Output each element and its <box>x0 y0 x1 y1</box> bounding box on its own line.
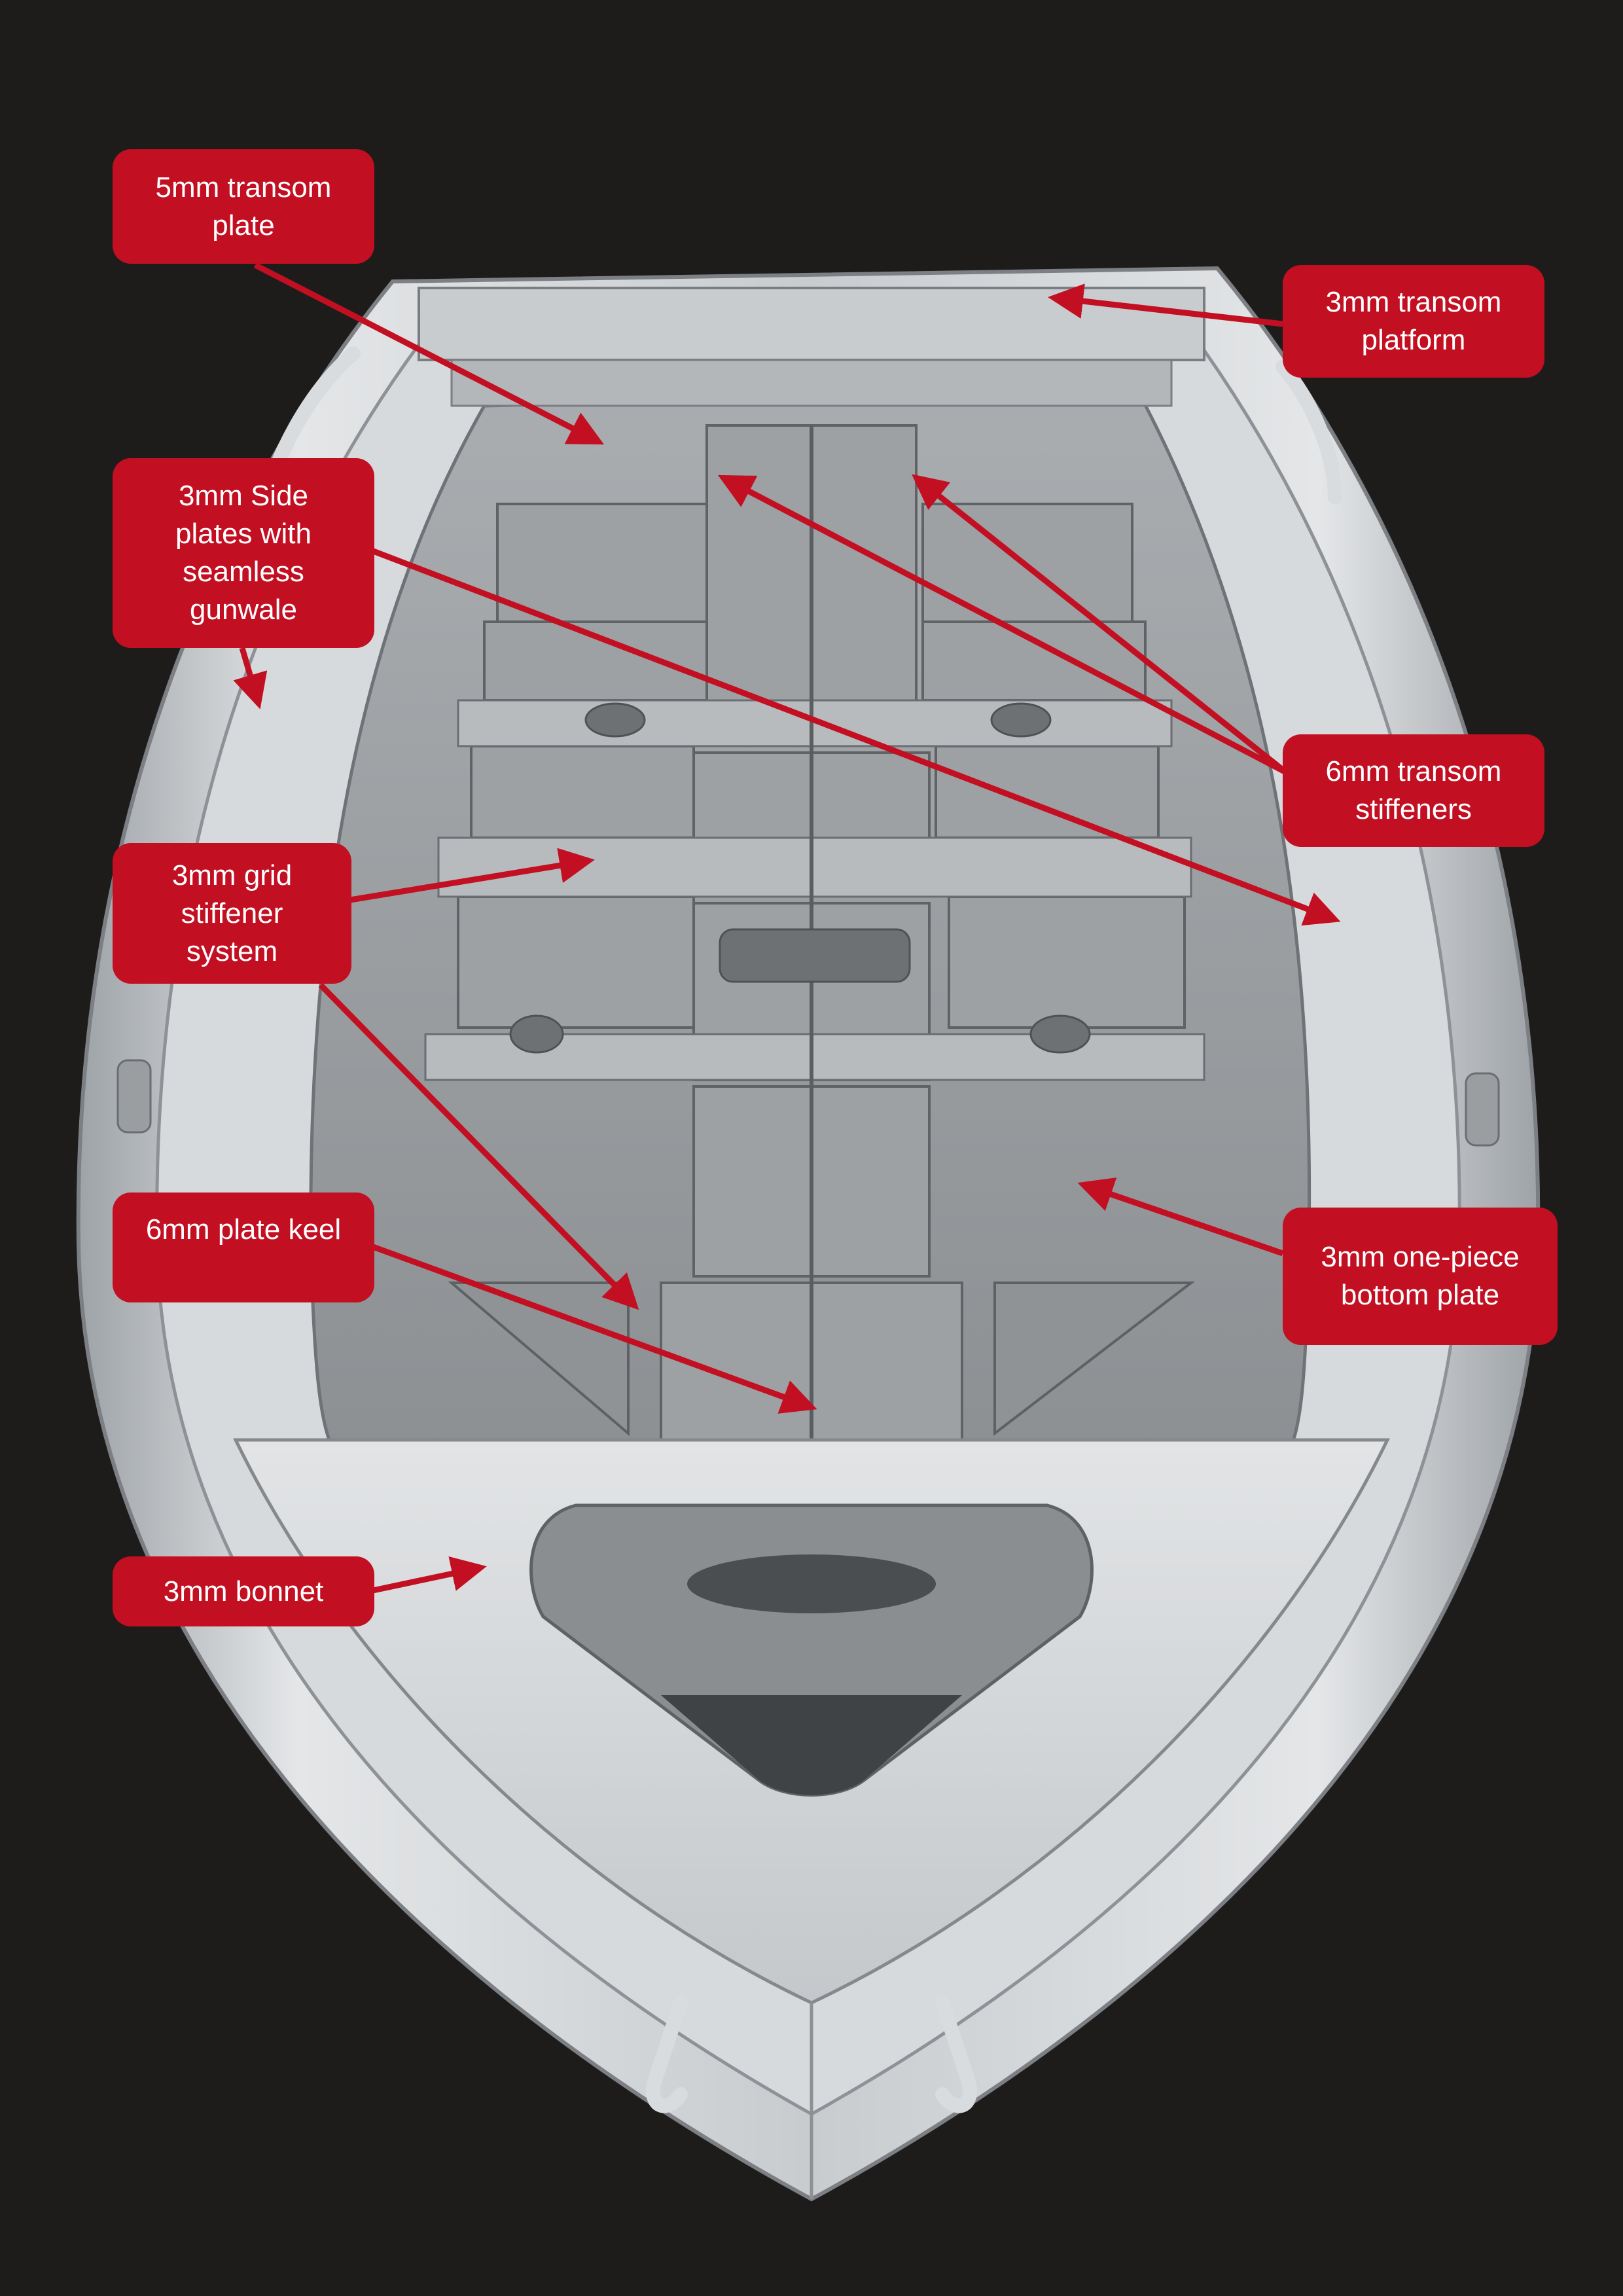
grab-rail-right <box>935 1996 977 2113</box>
grab-rail-left <box>646 1996 688 2113</box>
callout-transom-plate: 5mm transom plate <box>113 149 374 264</box>
callout-bottom-plate: 3mm one-piece bottom plate <box>1283 1208 1558 1345</box>
callout-grid-stiffener: 3mm grid stiffener system <box>113 843 351 984</box>
transom-bar <box>418 287 1205 361</box>
callout-bonnet: 3mm bonnet <box>113 1556 374 1626</box>
callout-transom-platform: 3mm transom platform <box>1283 265 1544 378</box>
callout-plate-keel: 6mm plate keel <box>113 1193 374 1302</box>
side-rail-right <box>1275 359 1342 505</box>
callout-transom-stiffeners: 6mm transom stiffeners <box>1283 734 1544 847</box>
callout-side-plates: 3mm Side plates with seamless gunwale <box>113 458 374 648</box>
